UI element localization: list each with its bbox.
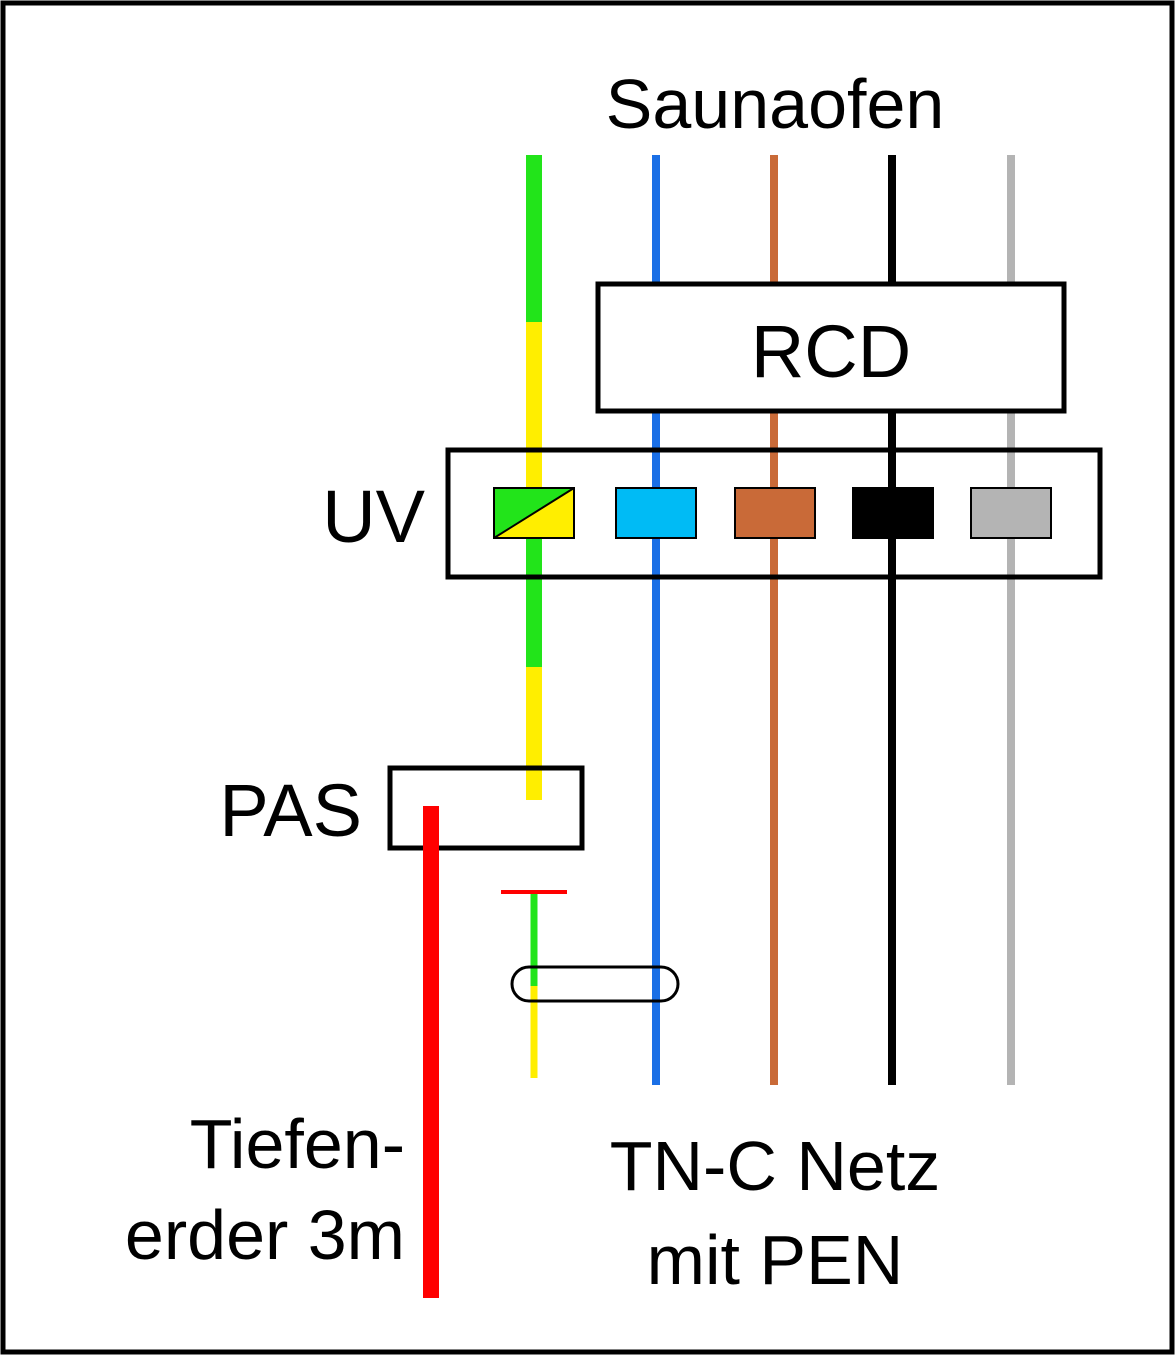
uv-label: UV xyxy=(322,475,425,558)
neutral-terminal xyxy=(615,487,697,539)
uv-box xyxy=(445,447,1103,580)
pe-wire-segment-yellow xyxy=(526,322,542,489)
sauna-heater-label: Saunaofen xyxy=(606,65,945,143)
pe-wire-upper xyxy=(526,155,542,800)
earth-electrode-label-line1: Tiefen- xyxy=(190,1105,405,1183)
earth-electrode-label-line2: erder 3m xyxy=(125,1196,405,1274)
network-label-line1: TN-C Netz xyxy=(610,1127,941,1205)
rcd-box-fill xyxy=(600,286,1062,409)
black-terminal xyxy=(852,487,934,539)
brown-terminal xyxy=(734,487,816,539)
rcd-label: RCD xyxy=(751,310,911,393)
network-label-line2: mit PEN xyxy=(647,1221,904,1299)
pen-bridge-clamp xyxy=(510,965,680,1003)
pe-terminal xyxy=(493,487,575,539)
pas-label: PAS xyxy=(219,769,362,852)
pas-box xyxy=(387,765,585,851)
pe-wire-segment-yellow xyxy=(526,667,542,800)
grey-terminal xyxy=(970,487,1052,539)
rcd-box-outline xyxy=(595,281,1067,414)
earth-electrode-wire xyxy=(423,806,439,1298)
pe-wire-segment-green xyxy=(526,537,542,667)
pe-wire-segment-green xyxy=(526,155,542,322)
